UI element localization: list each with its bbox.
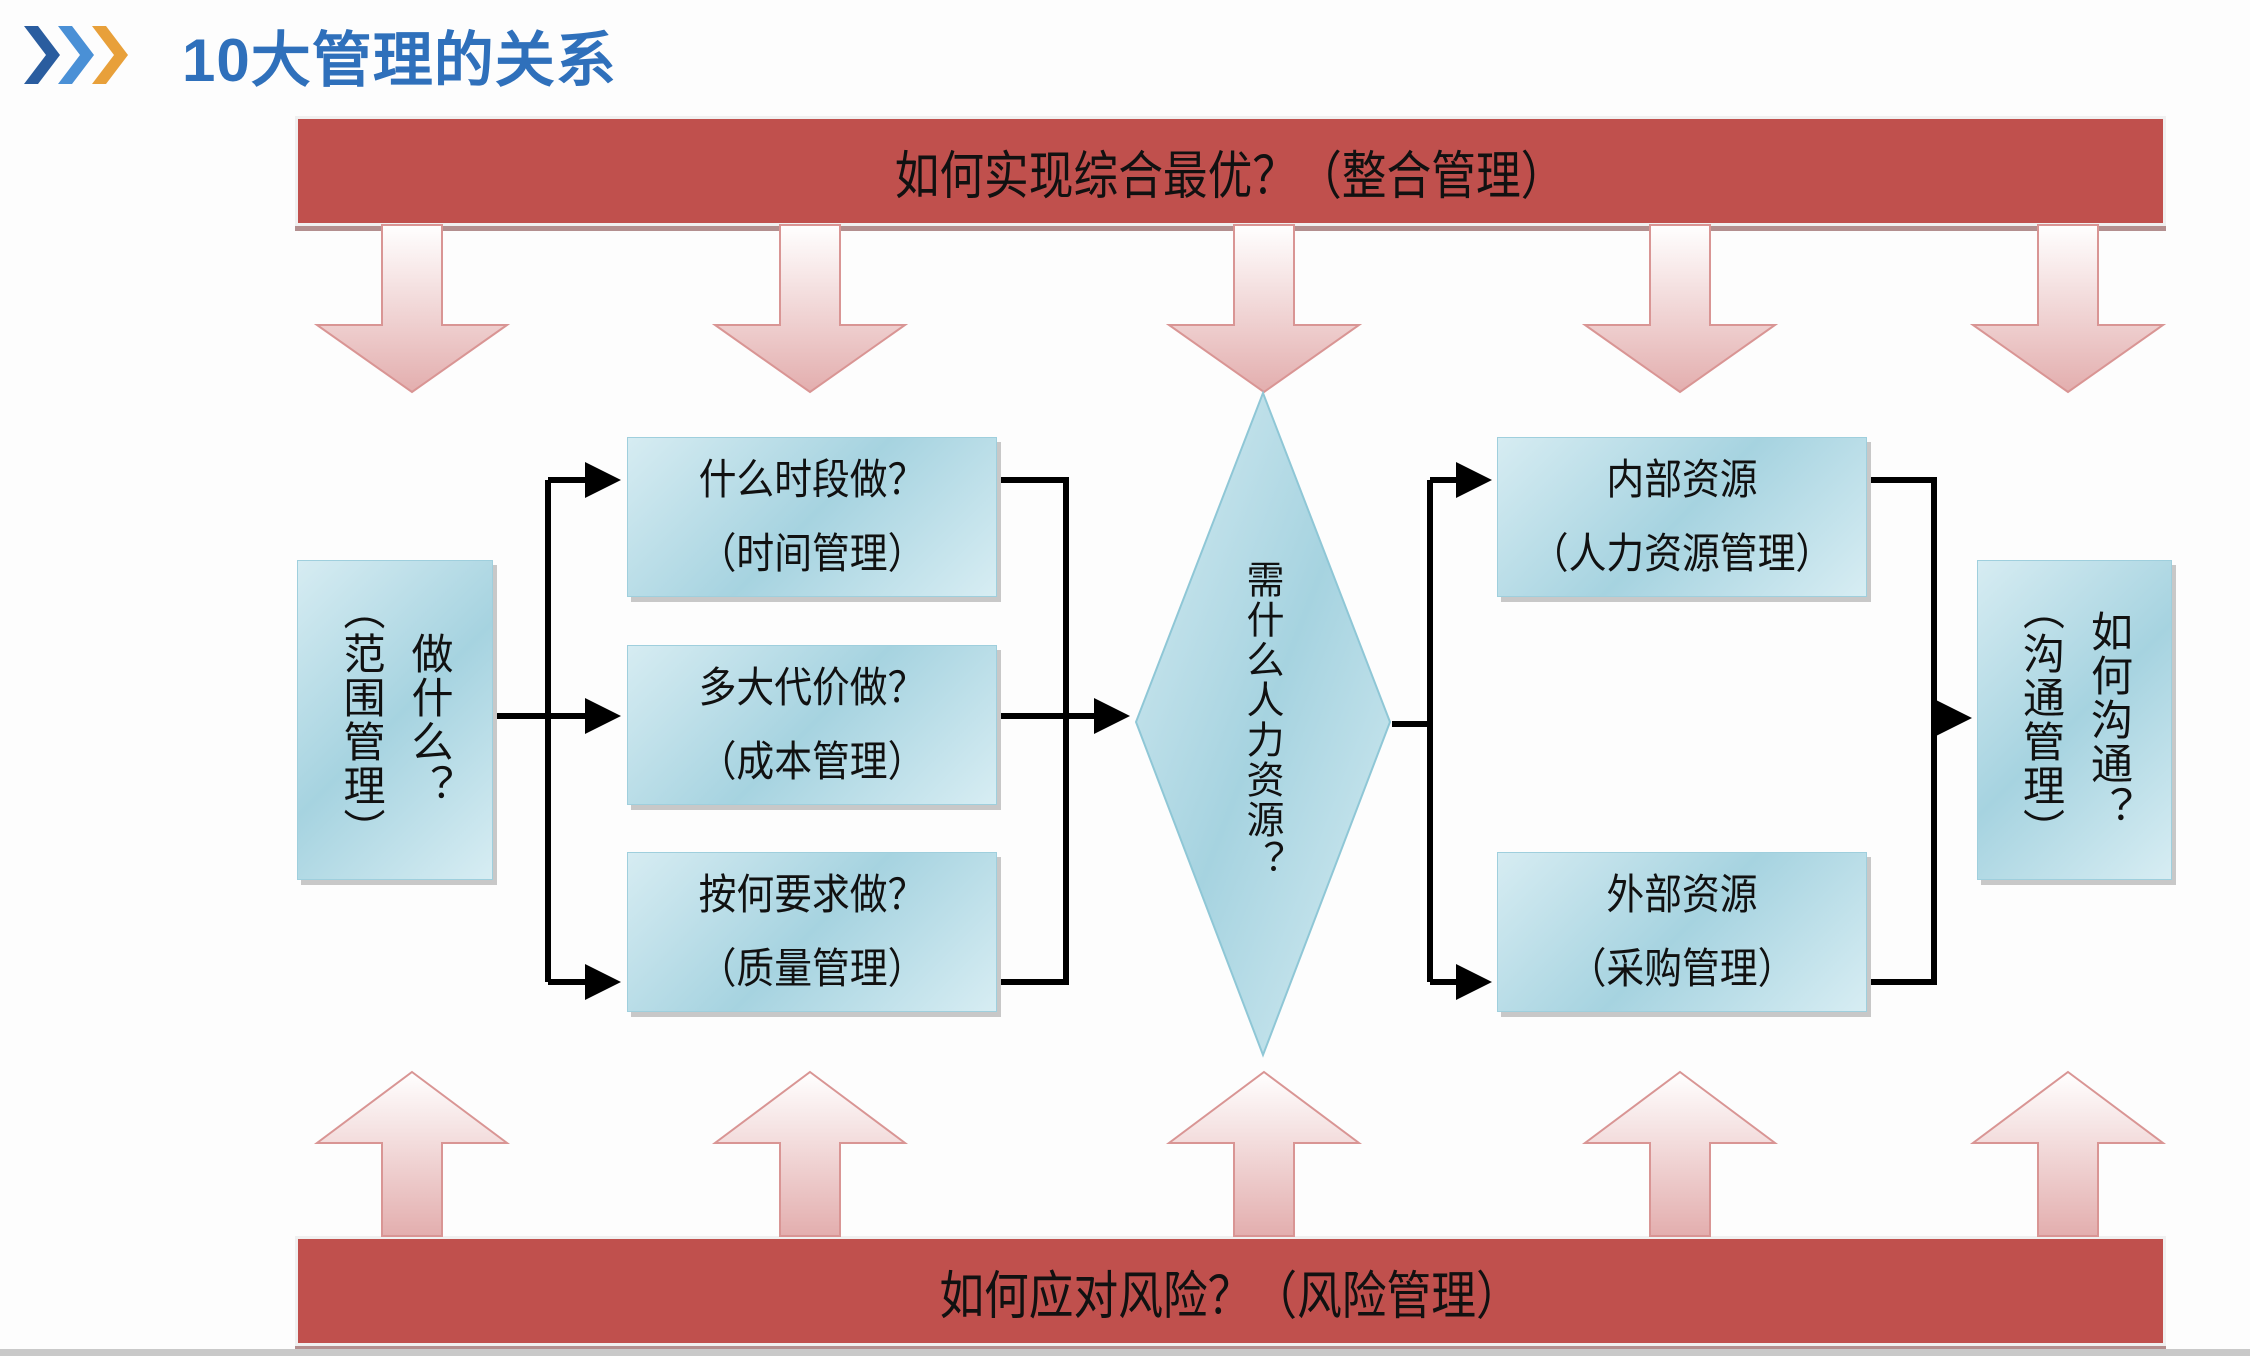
- up-arrow: [1581, 1070, 1779, 1237]
- up-arrows: [313, 1070, 2167, 1237]
- cost-question: 多大代价做？: [698, 663, 926, 712]
- hr-management-box: 内部资源 （人力资源管理）: [1497, 437, 1867, 597]
- cost-management-box: 多大代价做？ （成本管理）: [627, 645, 997, 805]
- procurement-label: （采购管理）: [1568, 944, 1796, 993]
- up-arrow: [711, 1070, 909, 1237]
- up-arrow: [1969, 1070, 2167, 1237]
- down-arrow: [1969, 224, 2167, 394]
- down-arrow: [711, 224, 909, 394]
- chevron-3-icon: [92, 26, 128, 84]
- integration-bar-text: 如何实现综合最优？（整合管理）: [895, 146, 1566, 207]
- down-arrow: [1165, 224, 1363, 394]
- scope-management-box: 做什么？ （范围管理）: [297, 560, 493, 880]
- cost-label: （成本管理）: [698, 737, 926, 786]
- external-resource-label: 外部资源: [1606, 870, 1758, 919]
- down-arrow: [1581, 224, 1779, 394]
- resource-merge-line: [1868, 477, 1937, 985]
- down-arrows: [313, 224, 2167, 394]
- scope-question: 做什么？: [405, 632, 454, 808]
- header: 10大管理的关系: [20, 10, 617, 100]
- chevron-1-icon: [24, 26, 60, 84]
- risk-management-bar: 如何应对风险？（风险管理）: [295, 1236, 2166, 1346]
- integration-management-bar: 如何实现综合最优？（整合管理）: [295, 116, 2166, 226]
- footer-divider: [0, 1349, 2250, 1356]
- comm-question: 如何沟通？: [2084, 610, 2134, 830]
- chevrons-icon: [24, 26, 128, 84]
- down-arrow: [313, 224, 511, 394]
- time-out-line: [998, 477, 1069, 985]
- chevron-2-icon: [58, 26, 94, 84]
- quality-management-box: 按何要求做？ （质量管理）: [627, 852, 997, 1012]
- procurement-management-box: 外部资源 （采购管理）: [1497, 852, 1867, 1012]
- up-arrow: [313, 1070, 511, 1237]
- risk-bar-text: 如何应对风险？（风险管理）: [939, 1266, 1522, 1327]
- up-arrow: [1165, 1070, 1363, 1237]
- comm-label: （沟通管理）: [2016, 588, 2066, 852]
- time-question: 什么时段做？: [698, 455, 926, 504]
- scope-label: （范围管理）: [337, 588, 386, 852]
- right-connectors: [1392, 462, 1972, 1000]
- hr-diamond: [1134, 390, 1392, 1058]
- quality-label: （质量管理）: [698, 944, 926, 993]
- time-management-box: 什么时段做？ （时间管理）: [627, 437, 997, 597]
- hr-management-label: （人力资源管理）: [1530, 529, 1834, 578]
- page-title: 10大管理的关系: [182, 26, 617, 94]
- communication-management-box: 如何沟通？ （沟通管理）: [1977, 560, 2172, 880]
- quality-question: 按何要求做？: [698, 870, 926, 919]
- left-connectors: [495, 462, 1130, 1000]
- hr-diamond-text: 需什么人力资源？: [1240, 560, 1284, 880]
- internal-resource-label: 内部资源: [1606, 455, 1758, 504]
- time-label: （时间管理）: [698, 529, 926, 578]
